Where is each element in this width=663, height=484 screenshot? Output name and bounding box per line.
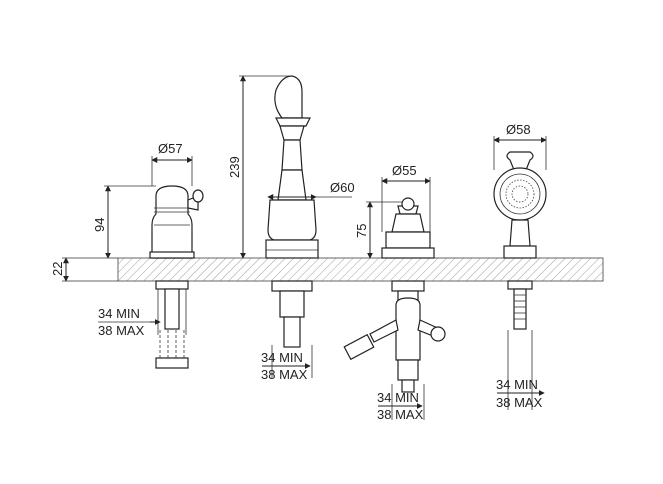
spout-max-label: 38 MAX [261, 367, 308, 382]
bidet-max-label: 38 MAX [98, 323, 145, 338]
spout-min-label: 34 MIN [261, 350, 303, 365]
dim-label-d55: Ø55 [392, 163, 417, 178]
hand-shower [493, 151, 547, 330]
spout [265, 75, 319, 348]
shower-min-label: 34 MIN [496, 377, 538, 392]
dim-label-d57: Ø57 [158, 141, 183, 156]
bidet-min-label: 34 MIN [98, 306, 140, 321]
diverter-min-label: 34 MIN [377, 390, 419, 405]
diverter-max-label: 38 MAX [377, 407, 424, 422]
dim-label-d60: Ø60 [330, 180, 355, 195]
dim-label-h239: 239 [227, 156, 242, 178]
deck-slab [117, 257, 604, 282]
dim-label-h94: 94 [92, 218, 107, 232]
dim-label-d58: Ø58 [506, 122, 531, 137]
dim-label-h22: 22 [50, 262, 65, 276]
diverter [343, 197, 446, 393]
shower-max-label: 38 MAX [496, 395, 543, 410]
dim-label-h75: 75 [354, 224, 369, 238]
bidet-mixer [149, 185, 204, 369]
